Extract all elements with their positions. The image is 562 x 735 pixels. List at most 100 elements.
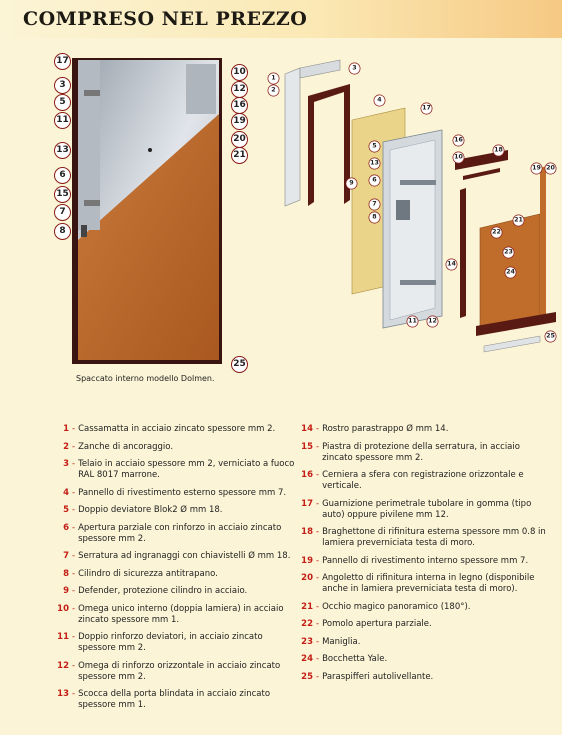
legend-text: Piastra di protezione della serratura, i… [322,441,520,463]
exploded-label-5: 5 [368,140,381,153]
legend-item: 19-Pannello di rivestimento interno spes… [296,556,546,567]
callout-25: 25 [231,356,248,373]
legend-item: 4-Pannello di rivestimento esterno spess… [52,488,302,499]
legend-number: 20 [301,573,313,583]
legend-right: 14-Rostro parastrappo Ø mm 14. 15-Piastra… [296,424,546,689]
exploded-label-17: 17 [420,102,433,115]
legend-number: 7 [63,551,69,561]
callout-11: 11 [54,112,71,129]
legend-item: 14-Rostro parastrappo Ø mm 14. [296,424,546,435]
exploded-label-25: 25 [544,330,557,343]
legend-item: 22-Pomolo apertura parziale. [296,619,546,630]
legend-number: 24 [301,654,313,664]
legend-number: 25 [301,671,313,682]
legend-number: 8 [63,568,69,579]
legend-item: 18-Braghettone di rifinitura esterna spe… [296,527,546,549]
legend-text: Bocchetta Yale. [322,654,388,664]
exploded-label-13: 13 [368,157,381,170]
legend-number: 15 [301,441,313,452]
exploded-label-22: 22 [490,226,503,239]
legend-number: 10 [57,603,69,614]
draft-excluder [483,335,541,353]
legend-text: Pannello di rivestimento interno spessor… [322,555,529,566]
legend-left: 1-Cassamatta in acciaio zincato spessore… [52,424,302,718]
legend-text: Angoletto di rifinitura interna in legno… [322,573,535,594]
exploded-label-11: 11 [406,315,419,328]
legend-text: Doppio rinforzo deviatori, in acciaio zi… [78,632,263,653]
callout-6: 6 [54,167,71,184]
exploded-label-23: 23 [502,246,515,259]
legend-text: Scocca della porta blindata in acciaio z… [78,689,271,710]
legend-number: 11 [57,632,69,642]
legend-number: 16 [301,470,313,480]
figure-caption: Spaccato interno modello Dolmen. [76,374,215,383]
legend-text: Omega di rinforzo orizzontale in acciaio… [78,660,281,682]
legend-text: Guarnizione perimetrale tubolare in gomm… [322,498,532,520]
callout-12: 12 [231,81,248,98]
legend-text: Cassamatta in acciaio zincato spessore m… [78,424,276,434]
legend-number: 19 [301,555,313,566]
legend-number: 14 [301,424,313,434]
page-title: COMPRESO NEL PREZZO [23,8,308,30]
legend-item: 3-Telaio in acciaio spessore mm 2, verni… [52,459,302,481]
peephole-mark [148,148,152,152]
exploded-label-18: 18 [492,144,505,157]
legend-number: 2 [63,441,69,452]
legend-text: Cerniera a sfera con registrazione orizz… [322,470,524,491]
exploded-label-10: 10 [452,151,465,164]
legend-item: 20-Angoletto di rifinitura interna in le… [296,573,546,595]
exploded-label-16: 16 [452,134,465,147]
callout-19: 19 [231,113,248,130]
legend-item: 25-Paraspifferi autolivellante. [296,672,546,683]
legend-text: Pannello di rivestimento esterno spessor… [78,487,287,498]
exploded-label-20: 20 [544,162,557,175]
legend-text: Braghettone di rifinitura esterna spesso… [322,527,546,548]
exploded-label-19: 19 [530,162,543,175]
legend-text: Paraspifferi autolivellante. [322,671,434,682]
legend-text: Doppio deviatore Blok2 Ø mm 18. [78,505,223,515]
legend-item: 6-Apertura parziale con rinforzo in acci… [52,523,302,545]
callout-3: 3 [54,77,71,94]
legend-item: 5-Doppio deviatore Blok2 Ø mm 18. [52,505,302,516]
exploded-label-1: 1 [267,72,280,85]
exploded-view [284,59,556,353]
door-top-right-block [186,64,216,114]
callout-21: 21 [231,147,248,164]
exploded-label-7: 7 [368,198,381,211]
exploded-label-24: 24 [504,266,517,279]
callout-16: 16 [231,97,248,114]
legend-number: 5 [63,505,69,515]
legend-number: 22 [301,619,313,629]
legend-item: 9-Defender, protezione cilindro in accia… [52,586,302,597]
exploded-label-14: 14 [445,258,458,271]
door-left-rail [78,60,100,230]
header-banner: COMPRESO NEL PREZZO [0,0,562,38]
exploded-label-4: 4 [373,94,386,107]
exploded-label-6: 6 [368,174,381,187]
legend-number: 4 [63,487,69,498]
callout-15: 15 [54,186,71,203]
legend-text: Defender, protezione cilindro in acciaio… [78,586,248,596]
legend-number: 13 [57,689,69,699]
exploded-label-12: 12 [426,315,439,328]
legend-text: Maniglia. [322,636,361,647]
legend-text: Rostro parastrappo Ø mm 14. [322,424,449,434]
legend-number: 17 [301,498,313,509]
legend-item: 15-Piastra di protezione della serratura… [296,442,546,464]
legend-item: 11-Doppio rinforzo deviatori, in acciaio… [52,632,302,654]
exploded-label-3: 3 [348,62,361,75]
legend-item: 13-Scocca della porta blindata in acciai… [52,689,302,711]
callout-17: 17 [54,53,71,70]
legend-number: 12 [57,660,69,671]
legend-item: 21-Occhio magico panoramico (180°). [296,602,546,613]
legend-item: 17-Guarnizione perimetrale tubolare in g… [296,499,546,521]
door-illustration: 17 3 5 11 13 6 15 7 8 10 12 16 19 20 21 … [0,50,562,380]
callout-20: 20 [231,131,248,148]
legend-item: 23-Maniglia. [296,637,546,648]
bottom-trim [476,312,556,336]
legend-text: Occhio magico panoramico (180°). [322,601,471,612]
door-drawing [72,58,556,364]
legend-item: 24-Bocchetta Yale. [296,654,546,665]
legend-number: 6 [63,522,69,533]
legend-item: 12-Omega di rinforzo orizzontale in acci… [52,661,302,683]
